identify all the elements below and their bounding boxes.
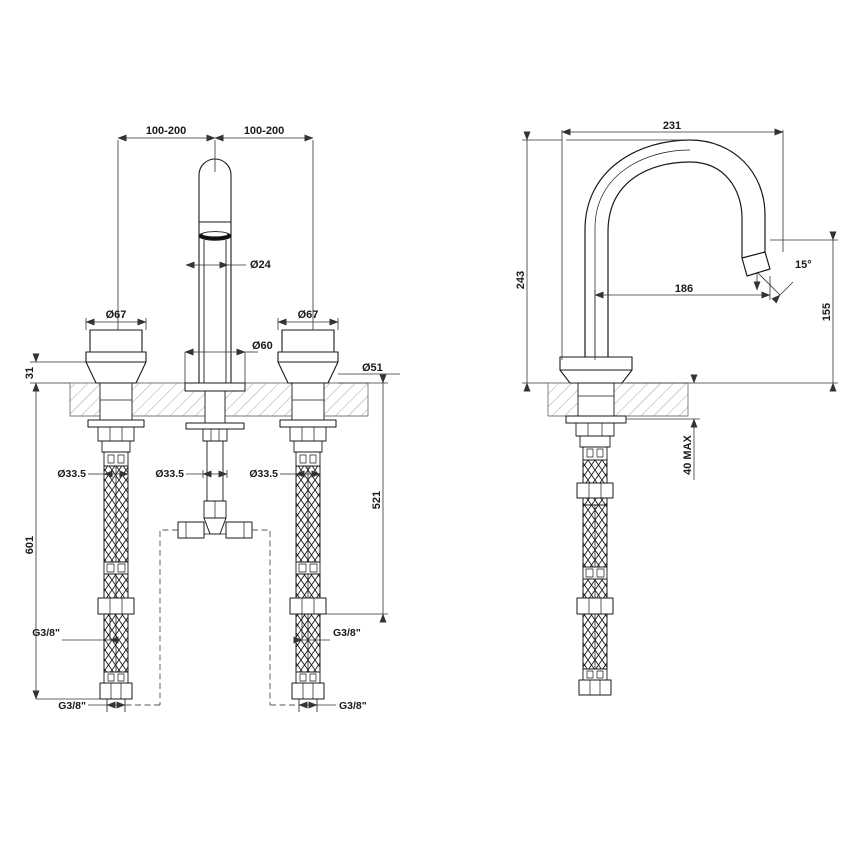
side-counter-slab bbox=[547, 382, 689, 417]
side-elevation-view bbox=[547, 139, 771, 696]
dim-outlet-angle-geom bbox=[753, 271, 794, 304]
dim-thread-left-end: G3/8" bbox=[58, 700, 86, 712]
front-view-dimensions bbox=[117, 134, 314, 330]
side-view-dimensions bbox=[561, 128, 784, 360]
dim-spout-diameter: Ø24 bbox=[250, 259, 272, 271]
dim-hose-length: 521 bbox=[371, 491, 383, 509]
dim-hose-dia-right-geom bbox=[280, 470, 321, 478]
dim-hose-diameter-center: Ø33.5 bbox=[155, 468, 184, 480]
side-base-escutcheon bbox=[559, 356, 633, 448]
dim-hose-diameter-right: Ø33.5 bbox=[249, 468, 278, 480]
dim-handle-height: 31 bbox=[24, 367, 36, 379]
dim-counter-max: 40 MAX bbox=[682, 434, 694, 474]
side-braided-hose bbox=[576, 446, 614, 696]
dim-thread-right-end: G3/8" bbox=[339, 700, 367, 712]
dim-handle-dia-right-geom bbox=[277, 318, 339, 330]
right-handle-assembly bbox=[277, 329, 339, 712]
center-spout-assembly bbox=[177, 158, 253, 539]
dim-handle-dia-left-geom bbox=[85, 318, 147, 330]
dim-spout-height-geom bbox=[522, 131, 562, 392]
dim-thread-right-mid: G3/8" bbox=[333, 627, 361, 639]
dim-hose-length-geom bbox=[326, 374, 388, 623]
dim-outlet-angle: 15° bbox=[795, 259, 812, 271]
dim-escutcheon-diameter: Ø51 bbox=[362, 362, 383, 374]
dim-reach-outlet-geom bbox=[594, 276, 771, 360]
hose-routing-dashed bbox=[122, 529, 300, 706]
dim-hose-diameter-left: Ø33.5 bbox=[57, 468, 86, 480]
dim-reach-total: 231 bbox=[663, 120, 681, 132]
dim-spout-height: 243 bbox=[515, 271, 527, 289]
dim-base-dia-geom bbox=[184, 348, 258, 383]
dim-hose-dia-center-geom bbox=[186, 470, 228, 478]
dim-counter-max-geom bbox=[626, 374, 700, 480]
dim-outlet-height: 155 bbox=[821, 303, 833, 321]
dim-handle-diameter-right: Ø67 bbox=[298, 309, 319, 321]
dim-thread-right-mid-geom bbox=[293, 614, 330, 644]
dim-total-height-geom bbox=[32, 390, 100, 700]
dim-thread-left-mid: G3/8" bbox=[32, 627, 60, 639]
dim-thread-left-mid-geom bbox=[62, 614, 119, 644]
dim-total-height: 601 bbox=[24, 536, 36, 554]
dim-base-diameter: Ø60 bbox=[252, 340, 273, 352]
dim-handle-height-geom bbox=[30, 353, 86, 392]
dim-hose-dia-left-geom bbox=[88, 470, 129, 478]
dim-handle-diameter-left: Ø67 bbox=[106, 309, 127, 321]
dim-reach-outlet: 186 bbox=[675, 283, 693, 295]
dim-spacing-left: 100-200 bbox=[146, 125, 186, 137]
dim-spacing-right: 100-200 bbox=[244, 125, 284, 137]
dim-outlet-height-geom bbox=[700, 231, 838, 392]
front-elevation-view bbox=[69, 158, 369, 712]
